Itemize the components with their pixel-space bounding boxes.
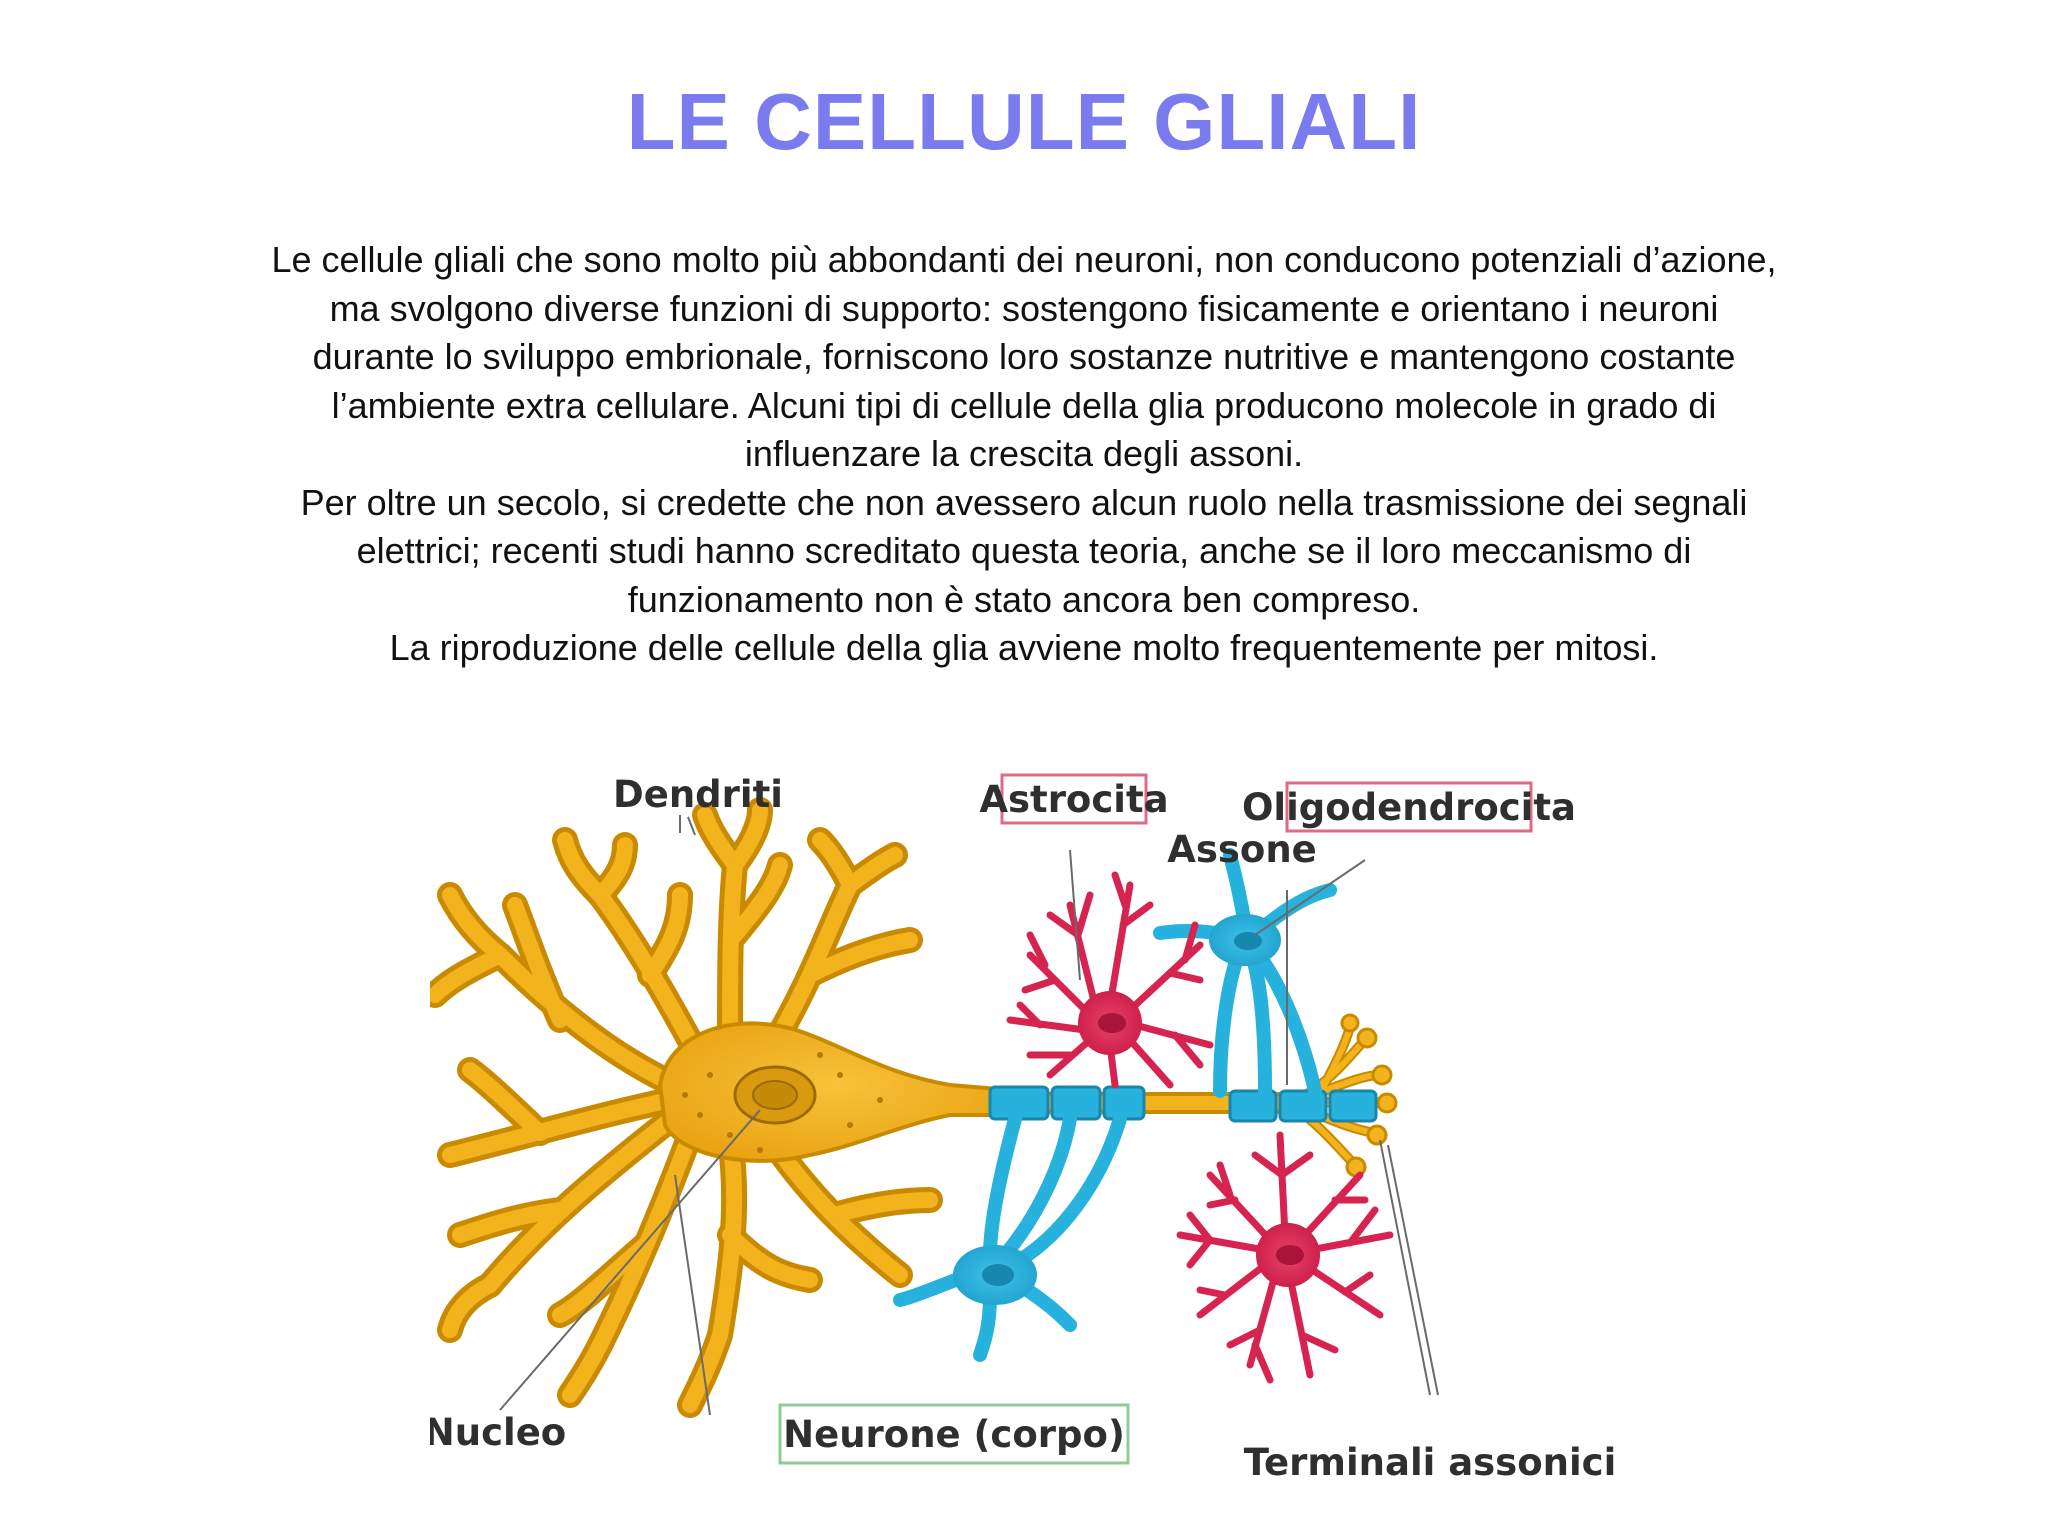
label-terminali-assonici: Terminali assonici <box>1244 1441 1617 1484</box>
label-dendriti: Dendriti <box>613 773 783 816</box>
oligodendrocyte-upper <box>1153 848 1337 1098</box>
neuron-glia-diagram: Dendriti Astrocita Oligodendrocita Asson… <box>430 755 1630 1525</box>
neuron <box>430 797 1398 1418</box>
astrocyte-upper <box>1006 871 1214 1089</box>
paragraph-line: elettrici; recenti studi hanno screditat… <box>356 530 1692 571</box>
diagram-labels: Dendriti Astrocita Oligodendrocita Asson… <box>430 773 1616 1484</box>
description-paragraph: Le cellule gliali che sono molto più abb… <box>120 236 1928 673</box>
neuron-glia-illustration: Dendriti Astrocita Oligodendrocita Asson… <box>430 773 1616 1484</box>
myelin-sheaths <box>988 1085 1378 1123</box>
paragraph-line: influenzare la crescita degli assoni. <box>744 433 1304 474</box>
label-box-oligodendrocita <box>1285 781 1533 833</box>
paragraph-line: ma svolgono diverse funzioni di supporto… <box>329 287 1719 329</box>
paragraph-line: durante lo sviluppo embrionale, fornisco… <box>312 336 1736 377</box>
label-box-neurone-corpo <box>778 1403 1130 1465</box>
oligodendrocyte-lower <box>893 1112 1127 1362</box>
label-neurone-corpo: Neurone (corpo) <box>783 1413 1125 1456</box>
paragraph-line: l’ambiente extra cellulare. Alcuni tipi … <box>331 384 1717 426</box>
leader-lines <box>499 815 1439 1416</box>
astrocyte-lower <box>1176 1131 1394 1384</box>
paragraph-line: Per oltre un secolo, si credette che non… <box>300 481 1748 523</box>
slide-title: LE CELLULE GLIALI <box>626 77 1422 166</box>
label-nucleo: Nucleo <box>430 1411 566 1454</box>
neuron-dendrites <box>430 797 943 1418</box>
paragraph-line: funzionamento non è stato ancora ben com… <box>627 578 1421 620</box>
label-astrocita: Astrocita <box>979 778 1168 821</box>
neuron-soma <box>657 1021 1012 1163</box>
label-assone: Assone <box>1167 828 1317 871</box>
label-box-astrocita <box>1000 773 1148 825</box>
paragraph-line: La riproduzione delle cellule della glia… <box>389 627 1659 668</box>
paragraph-line: Le cellule gliali che sono molto più abb… <box>271 239 1777 280</box>
label-oligodendrocita: Oligodendrocita <box>1242 786 1576 829</box>
soma-granules <box>682 1052 883 1153</box>
axon-terminal-buttons <box>1340 1013 1398 1178</box>
